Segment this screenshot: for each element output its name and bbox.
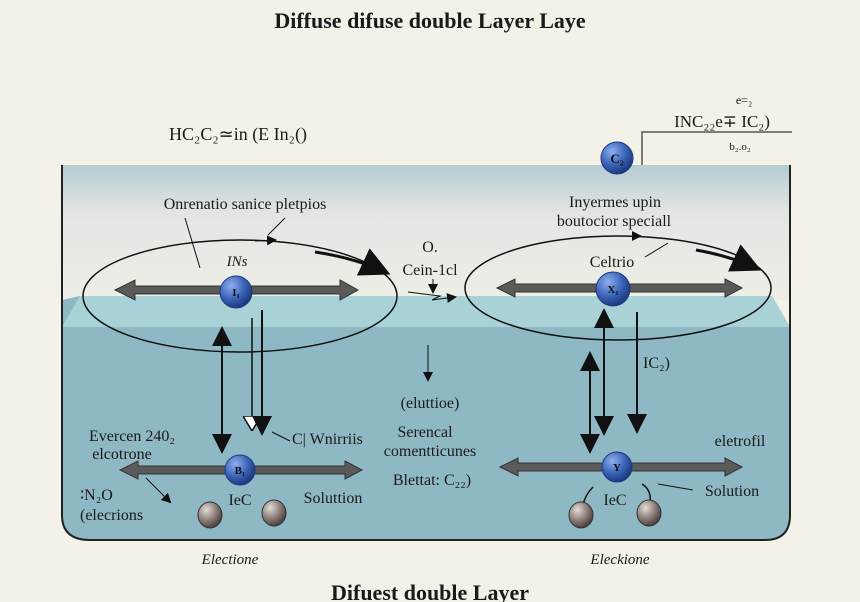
svg-text:Solution: Solution bbox=[705, 483, 759, 500]
svg-text:(elecrions: (elecrions bbox=[80, 507, 143, 524]
top-ion: C₂ bbox=[600, 141, 634, 175]
svg-text:Cein-1cl: Cein-1cl bbox=[402, 262, 458, 279]
left-bottom-label: Electione bbox=[201, 552, 259, 568]
center-labels: O. Cein-1cl (eluttioe) Serencal comentti… bbox=[384, 239, 476, 489]
right-ion-label: Celtrio bbox=[590, 254, 634, 271]
left-panel: Onrenatio sanice pletpios INs I₁ C| Wnir… bbox=[80, 196, 398, 568]
svg-text:boutocior speciall: boutocior speciall bbox=[557, 213, 672, 230]
svg-text:X₁: X₁ bbox=[607, 284, 618, 296]
svg-text:IC₂): IC₂) bbox=[643, 355, 670, 372]
svg-text:comentticunes: comentticunes bbox=[384, 443, 476, 460]
svg-text:INC₂₂e∓ IC₂): INC₂₂e∓ IC₂) bbox=[674, 112, 770, 131]
left-ion-label: INs bbox=[226, 254, 248, 270]
right-panel: Inyermes upin boutocior speciall Celtrio… bbox=[464, 194, 772, 568]
svg-text:Y: Y bbox=[613, 462, 621, 474]
svg-text:Evercen 240₂: Evercen 240₂ bbox=[89, 428, 175, 445]
svg-text:Serencal: Serencal bbox=[397, 424, 453, 441]
footer-title: Difuest double Layer bbox=[331, 580, 529, 602]
svg-text:IeC: IeC bbox=[228, 492, 251, 509]
svg-text:O.: O. bbox=[422, 239, 438, 256]
svg-text:B₁: B₁ bbox=[235, 465, 246, 477]
svg-text:Soluttion: Soluttion bbox=[304, 490, 363, 507]
left-formula: HC₂C₂≃in (E In₂() bbox=[169, 124, 307, 145]
svg-text:eletrofil: eletrofil bbox=[715, 433, 766, 450]
svg-text:(eluttioe): (eluttioe) bbox=[401, 395, 460, 412]
svg-text:b₂.o₂: b₂.o₂ bbox=[729, 141, 751, 153]
svg-text:∶N₂O: ∶N₂O bbox=[80, 487, 113, 504]
diagram-title: Diffuse difuse double Layer Laye bbox=[274, 8, 586, 33]
svg-text:C₂: C₂ bbox=[610, 151, 623, 166]
svg-text:I₁: I₁ bbox=[232, 287, 240, 299]
svg-text:Inyermes upin: Inyermes upin bbox=[569, 194, 661, 211]
svg-text:IeC: IeC bbox=[603, 492, 626, 509]
svg-text:Blettat: C₂₂): Blettat: C₂₂) bbox=[393, 472, 471, 489]
left-caption: Onrenatio sanice pletpios bbox=[164, 196, 327, 213]
left-arrow-label: C| Wnirriis bbox=[292, 431, 363, 448]
svg-text:e=₂: e=₂ bbox=[736, 93, 752, 107]
svg-text:elcotrone: elcotrone bbox=[92, 446, 152, 463]
right-bottom-label: Eleckione bbox=[589, 552, 649, 568]
